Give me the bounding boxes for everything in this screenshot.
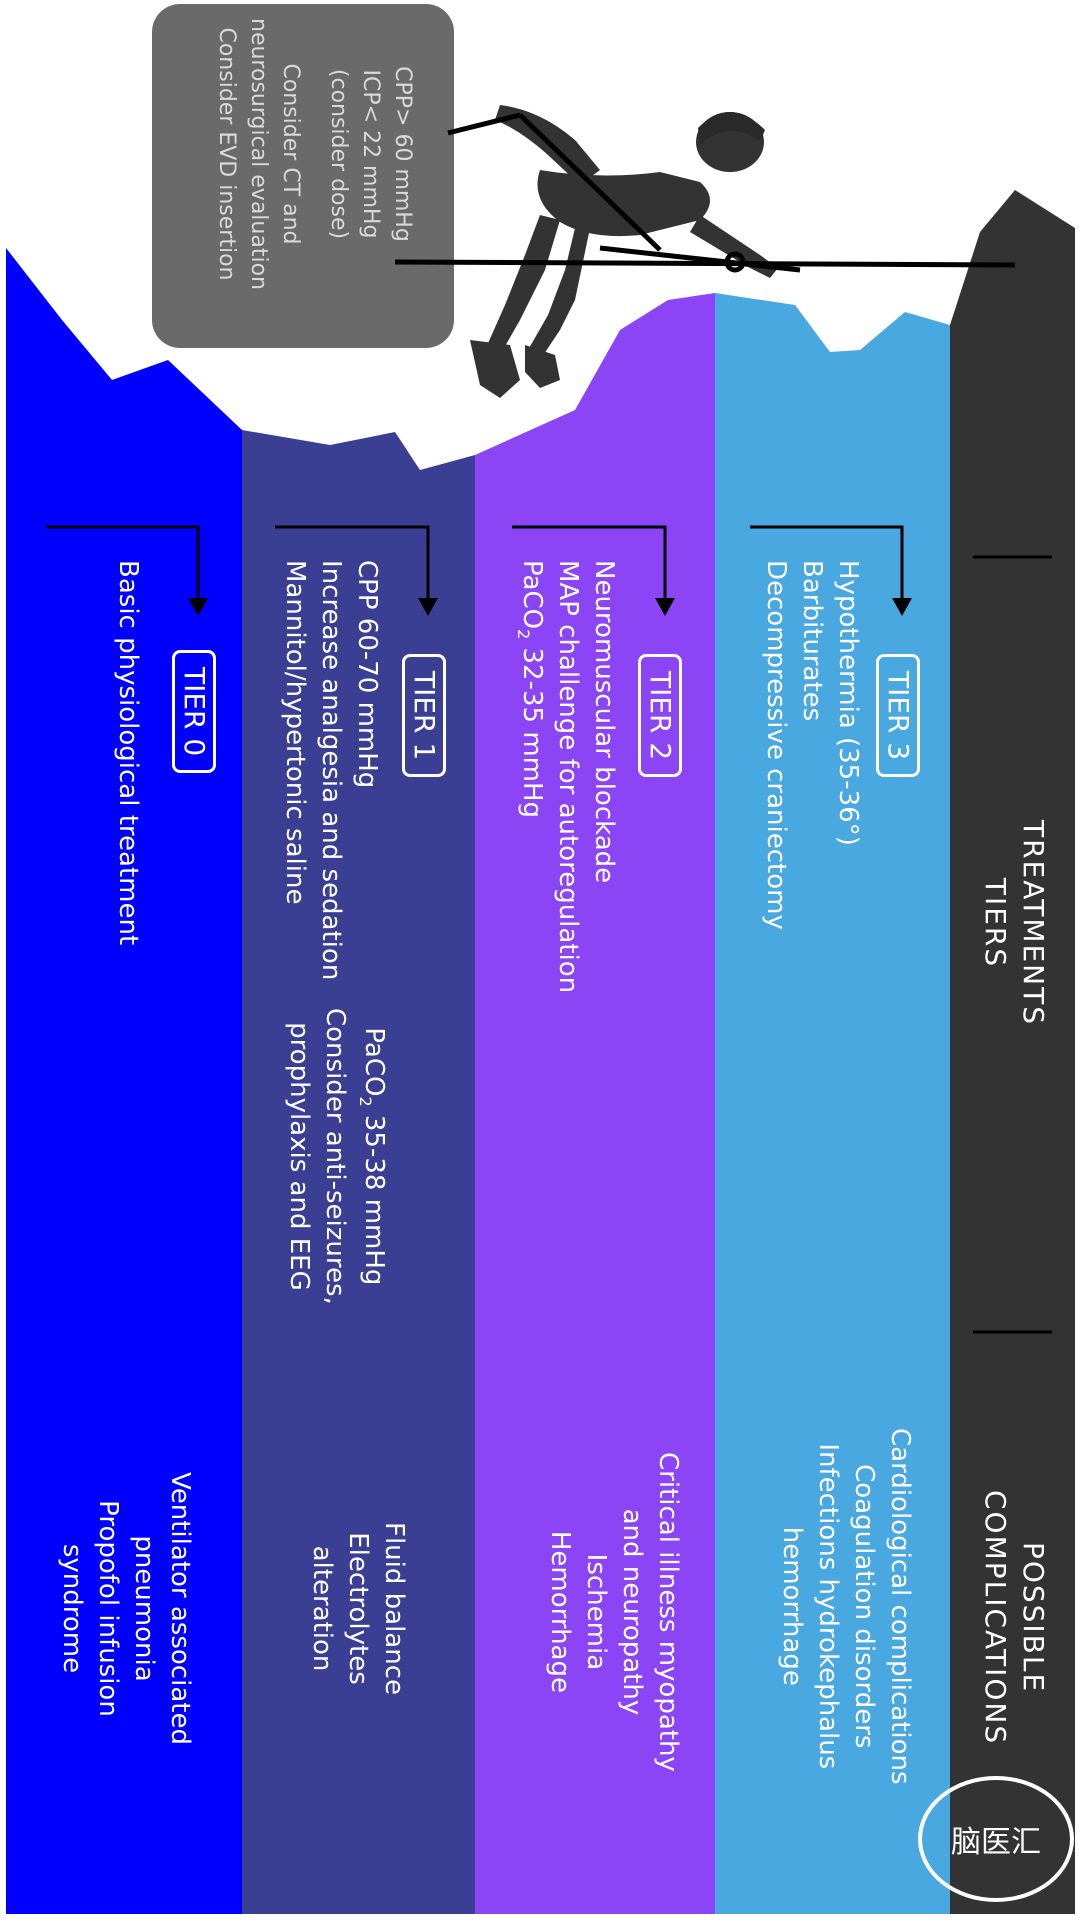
complications-header: POSSIBLE COMPLICATIONS [979,1490,1050,1746]
info-line [306,18,322,290]
rope-lower [599,245,801,273]
info-line: ICP< 22 mmHg [358,69,383,239]
tier-3-treatments: Hypothermia (35-36°) Barbiturates Decomp… [761,560,863,930]
tier-0-badge-wrap: TIER 0 [172,650,216,774]
tier-2-badge-wrap: TIER 2 [638,654,682,778]
tier-2-complications: Critical illness myopathy and neuropathy… [545,1452,683,1772]
tier-1-arrowhead [418,598,438,616]
tier-3-arrow [750,525,904,600]
rope-diagonal [518,113,662,252]
tier-2-column [475,293,715,1914]
rope-horizontal [394,259,1016,268]
tier-0-treatments: Basic physiological treatment [113,560,143,946]
tier-1-badge: TIER 1 [402,654,446,778]
tier-1-treatments: CPP 60-70 mmHg Increase analgesia and se… [280,560,382,981]
tier-3-badge-wrap: TIER 3 [876,654,920,778]
tier-3-complications: Cardiological complications Coagulation … [777,1428,915,1785]
info-line: neurosurgical evaluation [246,18,271,290]
info-line: Consider CT and [278,63,303,245]
tier-1-column [242,430,475,1914]
info-box [152,4,454,348]
carabiner [724,251,746,273]
info-line: (consider dose) [326,68,351,240]
treatments-header: TREATMENTS TIERS [979,820,1050,1027]
tier-2-arrow [512,525,667,600]
tier-0-arrowhead [188,598,208,616]
tier-3-badge: TIER 3 [876,654,920,778]
tier-0-arrow [46,525,200,600]
tier-3-arrowhead [892,598,912,616]
info-line: Consider EVD insertion [214,27,239,281]
tier-2-treatments: Neuromuscular blockade MAP challenge for… [514,560,619,994]
info-line: CPP> 60 mmHg [390,66,415,242]
brand-logo: 脑医汇 [918,1776,1074,1902]
tier-1-extra: PaCO2 35-38 mmHg Consider anti-seizures,… [284,1008,389,1305]
tier-2-badge: TIER 2 [638,654,682,778]
tier-1-badge-wrap: TIER 1 [402,654,446,778]
tier-2-arrowhead [655,598,675,616]
tier-0-complications: Ventilator associated pneumonia Propofol… [57,1472,195,1745]
tier-1-arrow [275,525,430,600]
tier-3-column [715,293,950,1914]
rope-upper [447,112,521,136]
tier-0-column [6,248,242,1914]
header-column [950,190,1075,1914]
info-box-text: CPP> 60 mmHg ICP< 22 mmHg (consider dose… [210,18,418,290]
tier-1-complications: Fluid balance Electrolytes alteration [307,1522,409,1696]
tier-0-badge: TIER 0 [172,650,216,774]
